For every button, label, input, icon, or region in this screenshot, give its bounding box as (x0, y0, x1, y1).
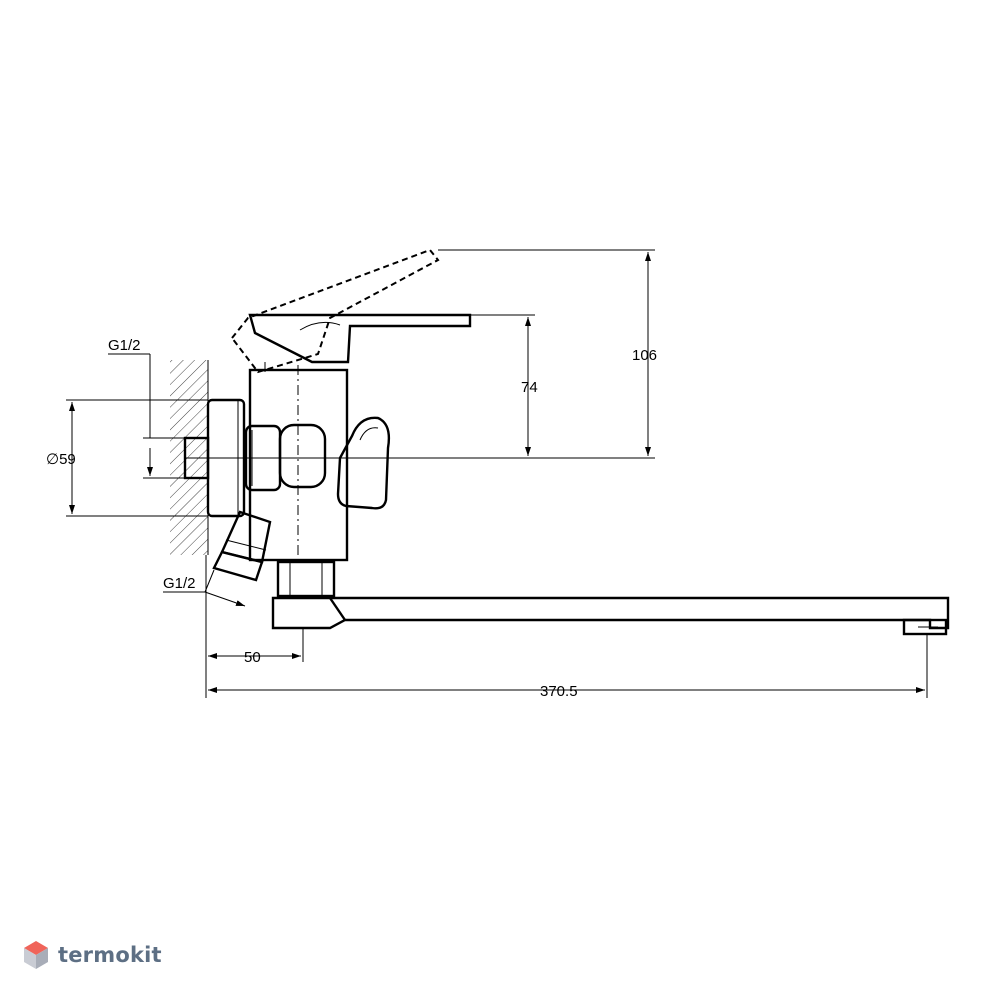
cube-logo-icon (24, 941, 48, 969)
lever-handle (248, 313, 472, 364)
dim-thread-top: G1/2 (108, 337, 141, 354)
dim-diameter: ∅59 (46, 451, 76, 468)
shower-outlet (212, 510, 272, 582)
dim-height-lever-raised: 106 (632, 347, 657, 364)
spout (271, 596, 950, 636)
dim-thread-bottom: G1/2 (163, 575, 196, 592)
watermark: termokit (22, 935, 162, 975)
diverter-knob (336, 416, 391, 510)
dim-offset: 50 (244, 649, 261, 666)
dim-spout-reach: 370.5 (540, 683, 578, 700)
dim-height-lever: 74 (521, 379, 538, 396)
mixer-body (248, 362, 349, 565)
watermark-text: termokit (58, 943, 162, 967)
lever-handle-raised (230, 248, 440, 374)
dimension-lines (66, 249, 928, 698)
bottom-nut (276, 560, 336, 598)
